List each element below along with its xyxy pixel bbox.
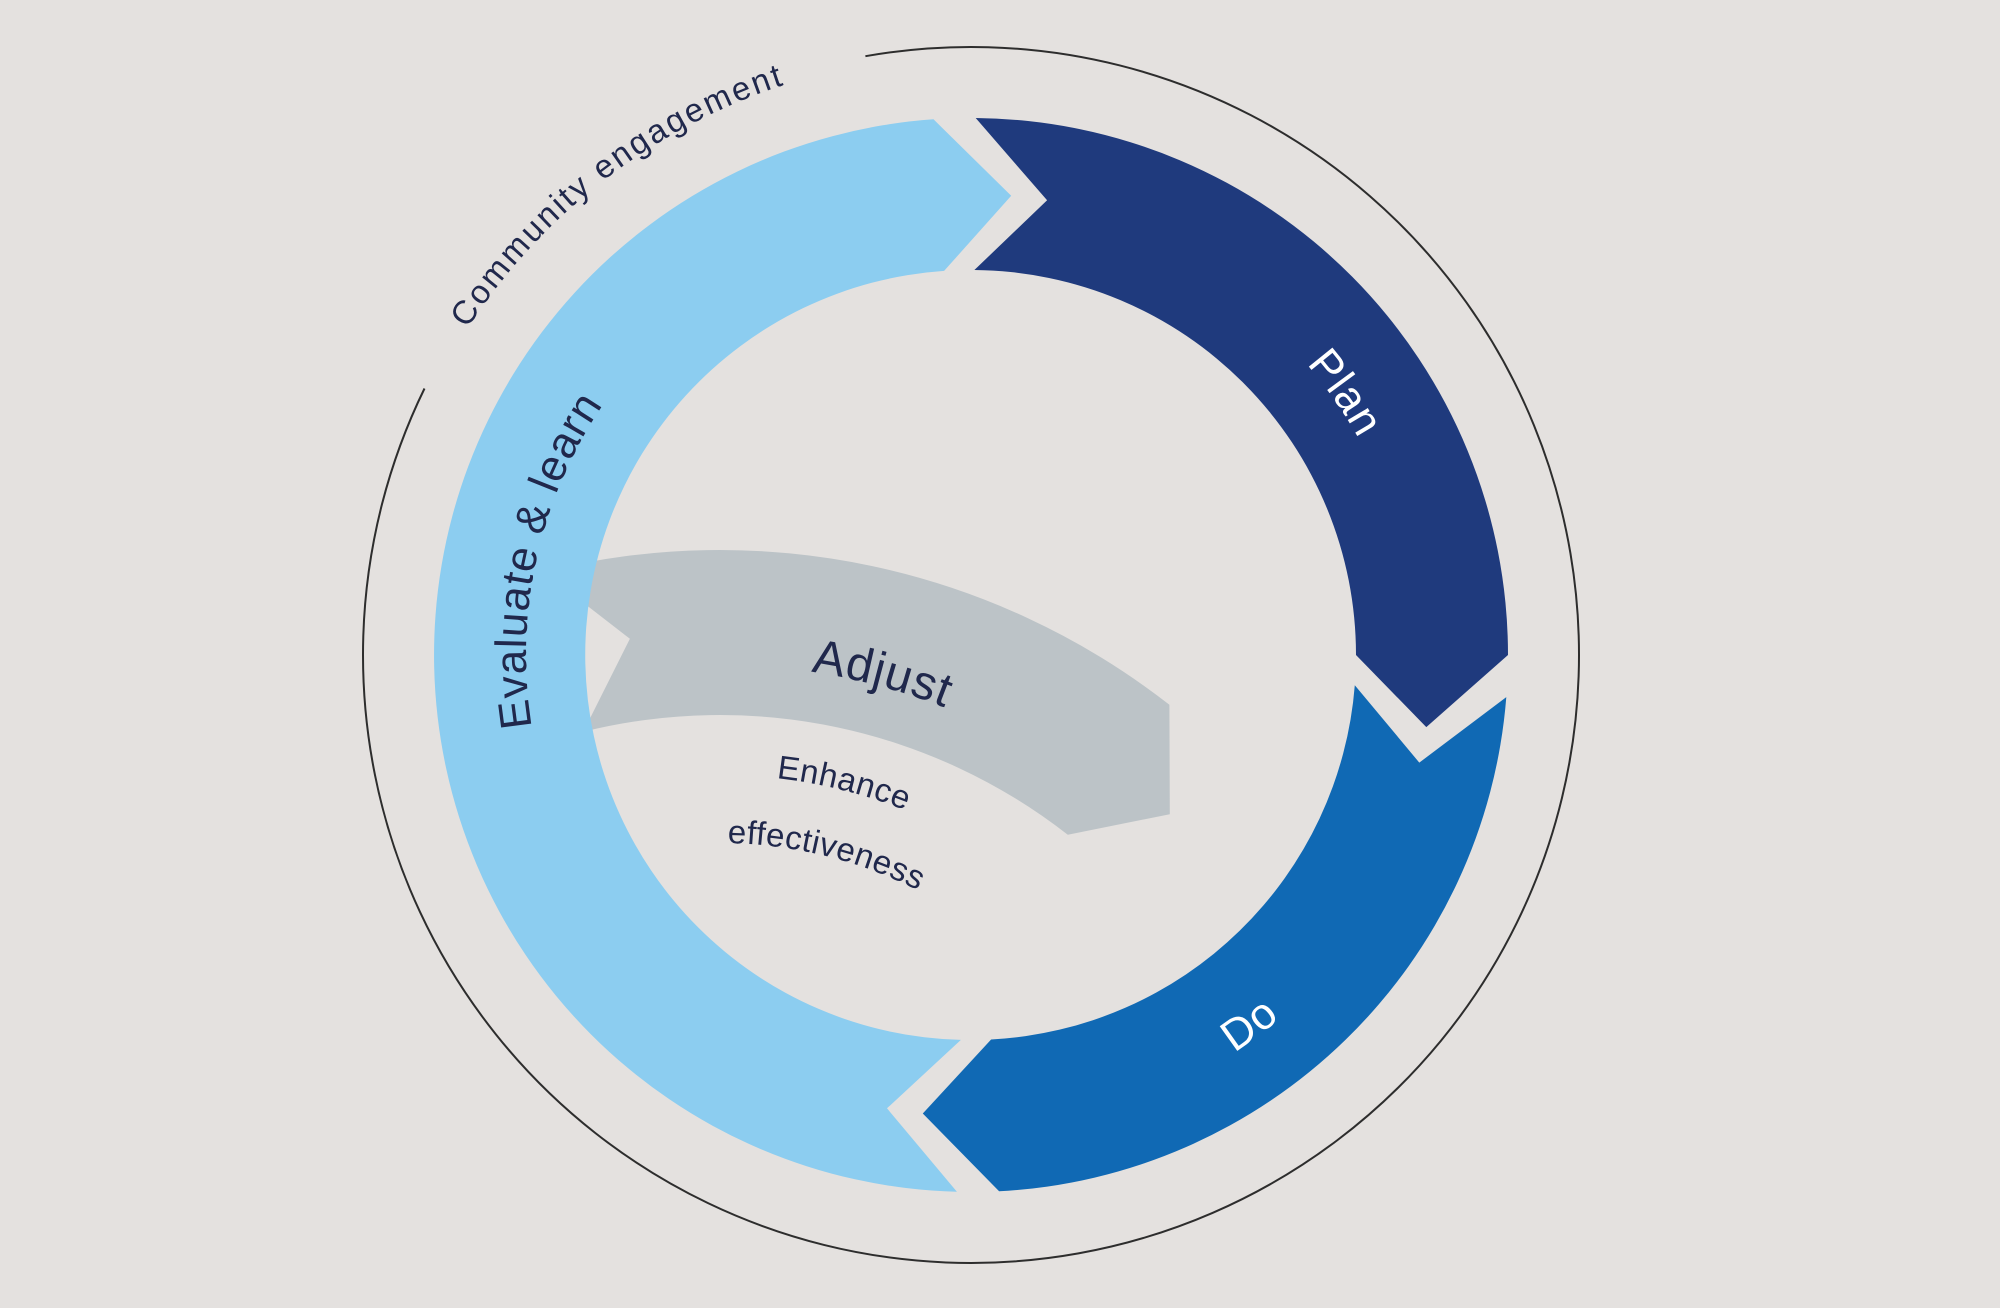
outer-circle-line [362, 45, 1581, 1264]
enhance-effectiveness-label-line1: Enhance [775, 748, 916, 817]
evaluate-learn-arrow [434, 119, 1012, 1192]
plan-arrow [974, 118, 1508, 728]
do-arrow [922, 685, 1507, 1192]
adjust-arrow [543, 550, 1170, 835]
enhance-effectiveness-label-line2: effectiveness [727, 813, 931, 897]
